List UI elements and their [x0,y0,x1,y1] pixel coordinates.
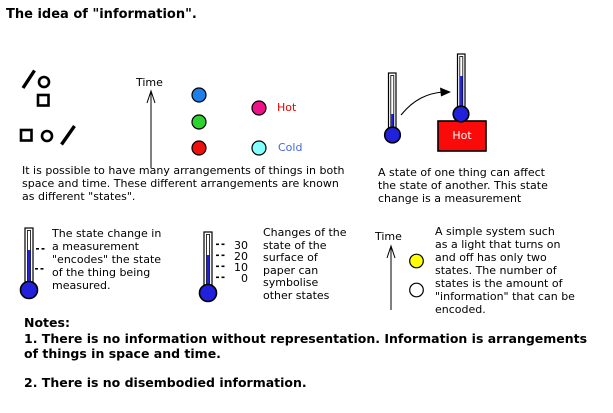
caption-paper: Changes of the state of the surface of p… [263,226,347,302]
thermometer-before-icon [383,72,402,144]
state-circle-blue-icon [191,87,207,103]
caption-states-line3: as different "states". [22,190,136,203]
square-shape-icon [19,128,33,142]
measurement-arrow-curve [400,91,445,116]
thermometer-after-bulb-icon [452,105,470,123]
caption-binary-line4: states. The number of [435,264,557,277]
caption-binary-line5: states is the amount of [435,277,563,290]
scale-tick-30: 30 [234,239,248,252]
caption-measurement-line2: the state of another. This state [378,179,548,192]
notes-item1-line2: of things in space and time. [24,346,221,361]
measurement-arrow [400,87,451,116]
hot-object-box [437,120,487,152]
measurement-arrow-head-icon [440,87,451,97]
slash-shape-icon [21,69,36,89]
thermometer-encode-icon [19,227,45,300]
notes-item1-line1: 1. There is no information without repre… [24,331,588,346]
state-circle-red-icon [191,140,207,156]
caption-encode-line1: The state change in [52,227,162,240]
hot-state-circle-icon [251,100,267,116]
caption-encode-line2: a measurement [52,240,139,253]
caption-binary-line3: and off has only two [435,251,547,264]
caption-measurement-line3: change is a measurement [378,192,522,205]
caption-binary-line6: "information" that can be [435,290,575,303]
caption-encode-line4: of the thing being [52,266,151,279]
arrangement-shapes-group2 [19,125,76,146]
state-circle-green-icon [191,114,207,130]
caption-binary-line2: as a light that turns on [435,238,561,251]
caption-binary-line7: encoded. [435,303,486,316]
time-label-top: Time [136,76,163,89]
time-arrow-bottom-head-icon [386,244,396,259]
notes-heading: Notes: [24,315,70,330]
caption-paper-line3: surface of [263,251,318,264]
circle-shape-icon [37,75,51,89]
caption-measurement-line1: A state of one thing can affect [378,166,545,179]
time-arrow-top [146,89,156,168]
caption-states-line2: space and time. These different arrangem… [22,177,339,190]
caption-paper-line6: other states [263,288,330,302]
notes-item2: 2. There is no disembodied information. [24,375,307,390]
caption-measurement: A state of one thing can affect the stat… [378,166,548,205]
caption-paper-line1: Changes of the [263,226,347,239]
square-shape-icon [36,93,50,107]
caption-binary: A simple system such as a light that tur… [435,225,575,316]
scale-tick-20: 20 [234,250,248,263]
slash-shape-icon [60,125,76,146]
caption-encode-line5: measured. [52,279,111,292]
hot-label: Hot [277,101,297,114]
caption-binary-line1: A simple system such [435,225,555,238]
time-arrow-bottom [386,244,396,310]
thermometer-after-icon [456,53,466,109]
caption-paper-line4: paper can [263,263,319,277]
thermometer-paper-icon [198,231,225,303]
caption-encode: The state change in a measurement "encod… [52,227,161,292]
arrangement-shapes-group1 [21,69,51,107]
light-on-circle-icon [409,253,424,269]
circle-shape-icon [40,129,54,143]
time-arrow-top-head-icon [146,89,156,104]
hot-box-label: Hot [452,129,472,142]
scale-tick-0: 0 [241,272,248,285]
caption-states-line1: It is possible to have many arrangements… [22,164,345,177]
page-title: The idea of "information". [6,7,197,22]
caption-paper-line5: symbolise [263,276,319,289]
scale-tick-10: 10 [234,261,248,274]
cold-state-circle-icon [251,140,267,156]
light-off-circle-icon [409,282,424,298]
caption-paper-line2: state of the [263,238,327,252]
cold-label: Cold [278,141,303,154]
time-label-bottom: Time [375,230,402,243]
caption-encode-line3: "encodes" the state [52,253,162,266]
caption-states: It is possible to have many arrangements… [22,164,345,203]
